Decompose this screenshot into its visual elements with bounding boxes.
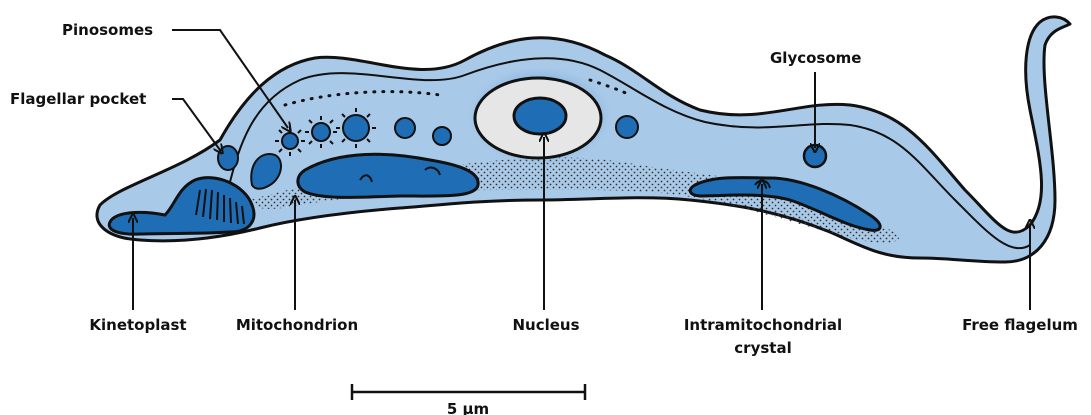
- scale-bar: 5 µm: [352, 384, 585, 415]
- label-glycosome: Glycosome: [770, 49, 861, 67]
- nucleus: [465, 64, 615, 168]
- pinosome: [282, 133, 298, 149]
- label-flagellar-pocket: Flagellar pocket: [10, 90, 146, 108]
- label-mitochondrion: Mitochondrion: [236, 316, 358, 334]
- label-intramitochondrial-crystal-line2: crystal: [734, 339, 791, 357]
- glycosome: [804, 145, 826, 167]
- label-intramitochondrial-crystal-line1: Intramitochondrial: [684, 316, 842, 334]
- label-free-flagelum: Free flagelum: [962, 316, 1078, 334]
- label-nucleus: Nucleus: [512, 316, 579, 334]
- scale-bar-label: 5 µm: [447, 400, 489, 415]
- pinosome: [343, 115, 369, 141]
- pinosome: [312, 123, 330, 141]
- label-pinosomes: Pinosomes: [62, 21, 153, 39]
- label-kinetoplast: Kinetoplast: [89, 316, 186, 334]
